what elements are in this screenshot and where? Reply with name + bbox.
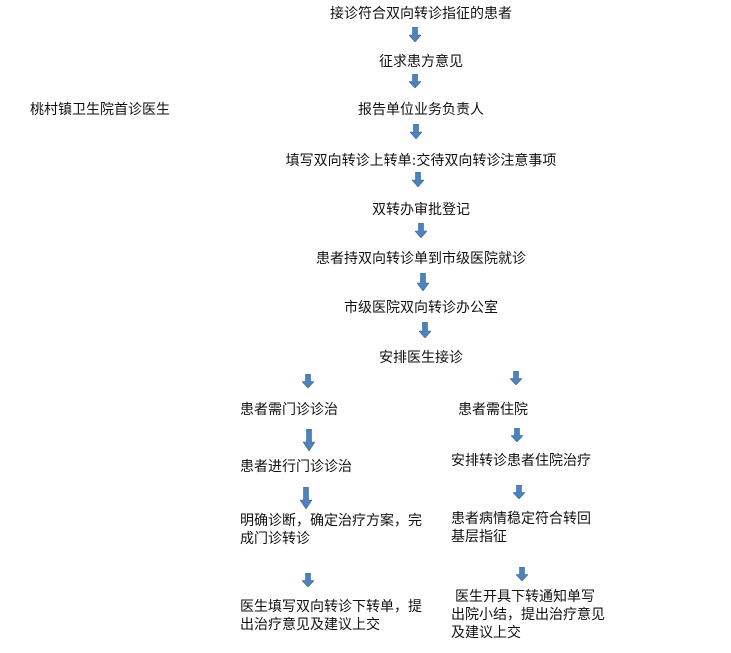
step-report-supervisor: 报告单位业务负责人 <box>358 102 484 118</box>
arrow-down-icon <box>410 124 422 139</box>
right-step-stable-condition: 患者病情稳定符合转回基层指征 <box>451 511 591 545</box>
step-fill-upward-form: 填写双向转诊上转单:交待双向转诊注意事项 <box>285 153 557 169</box>
arrow-down-icon <box>409 74 421 88</box>
arrow-down-icon <box>511 428 523 442</box>
left-step-diagnosis: 明确诊断，确定治疗方案，完成门诊转诊 <box>240 513 422 547</box>
arrow-down-icon <box>409 27 421 42</box>
arrow-down-icon <box>412 172 424 187</box>
step-arrange-doctor: 安排医生接诊 <box>379 350 463 366</box>
right-step-arrange-admission: 安排转诊患者住院治疗 <box>451 453 591 469</box>
side-label: 桃村镇卫生院首诊医生 <box>30 102 170 118</box>
left-step-outpatient-needed: 患者需门诊诊治 <box>240 402 338 418</box>
arrow-down-icon <box>513 485 525 499</box>
step-visit-city-hospital: 患者持双向转诊单到市级医院就诊 <box>316 251 526 267</box>
arrow-down-icon <box>302 573 314 587</box>
right-step-discharge-notice: 医生开具下转通知单写出院小结，提出治疗意见及建议上交 <box>451 589 605 641</box>
arrow-down-icon <box>300 487 312 509</box>
step-office-approval: 双转办审批登记 <box>372 202 470 218</box>
arrow-down-icon <box>303 429 315 451</box>
arrow-down-icon <box>302 374 314 388</box>
left-step-outpatient-treatment: 患者进行门诊诊治 <box>240 459 352 475</box>
arrow-down-icon <box>415 223 427 238</box>
arrow-down-icon <box>417 273 429 291</box>
arrow-down-icon <box>516 567 528 581</box>
step-receive-patient: 接诊符合双向转诊指征的患者 <box>330 6 512 22</box>
arrow-down-icon <box>419 322 431 338</box>
step-city-referral-office: 市级医院双向转诊办公室 <box>344 300 498 316</box>
step-consult-patient: 征求患方意见 <box>379 54 463 70</box>
left-step-downward-form: 医生填写双向转诊下转单，提出治疗意见及建议上交 <box>240 599 422 633</box>
right-step-hospitalization-needed: 患者需住院 <box>458 402 528 418</box>
arrow-down-icon <box>510 371 522 385</box>
